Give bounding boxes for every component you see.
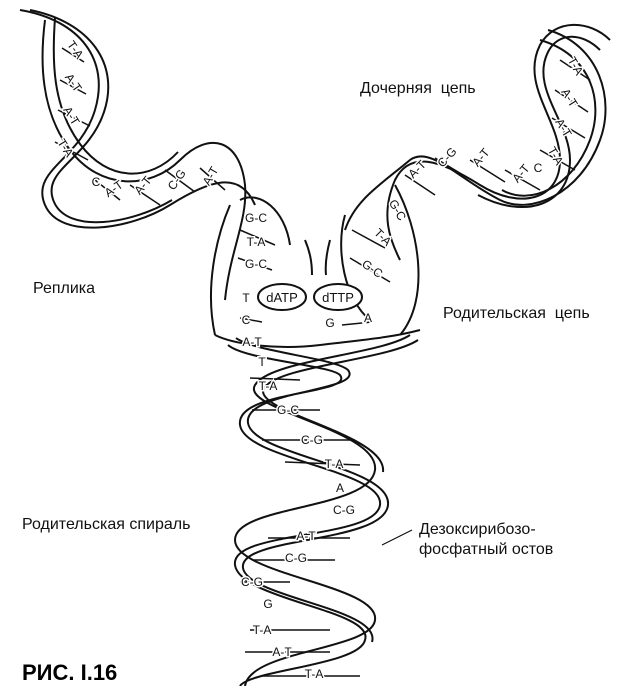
base-pair-stem-13: T-A [305, 667, 324, 681]
parent-strand-label: Родительская цепь [443, 304, 590, 323]
base-pair-fork-left-2: G-C [245, 257, 267, 271]
base-pair-fork-left-1: T-A [247, 235, 266, 249]
base-pair-left-arm-4: C [92, 175, 101, 189]
base-pair-stem-8: C-G [285, 551, 307, 565]
base-pair-stem-1: T-A [259, 379, 278, 393]
base-pair-stem-9: C-G [241, 575, 263, 589]
base-pair-left-arm-6: A-T [131, 173, 155, 197]
backbone-label-line1: Дезоксирибозо- [419, 520, 536, 539]
backbone-label-line2: фосфатный остов [419, 540, 553, 559]
base-pair-fork-right-0: G-C [386, 197, 409, 223]
dttp-label: dTTP [322, 290, 354, 305]
base-pair-stem-11: T-A [253, 623, 272, 637]
base-pair-right-arm-0: T-A [565, 54, 586, 77]
base-pair-fork-left-0: G-C [245, 211, 267, 225]
left-arm-helix [20, 10, 255, 300]
replica-label: Реплика [33, 279, 95, 298]
base-pair-stem-10: G [263, 597, 272, 611]
base-pair-stem-6: C-G [333, 503, 355, 517]
base-pair-stem-12: A-T [272, 645, 292, 659]
figure-caption: РИС. I.16 [22, 660, 117, 686]
base-pair-stem-0: T [258, 355, 266, 369]
base-pair-fork-left-5: A-T [242, 335, 262, 349]
base-pair-right-arm-3: T-A [545, 144, 566, 167]
base-pair-fork-left-4: C [242, 313, 251, 327]
backbone-leader-line [382, 530, 412, 545]
base-pair-stem-4: T-A [325, 457, 344, 471]
parent-helix-label: Родительская спираль [22, 515, 190, 534]
base-pair-left-arm-2: A-T [60, 104, 82, 128]
base-pair-fork-left-3: T [242, 291, 250, 305]
base-pair-right-arm-5: A-T [509, 161, 533, 185]
base-pair-right-arm-1: A-T [558, 86, 580, 110]
base-pair-stem-3: C-G [301, 433, 323, 447]
base-pair-stem-5: A [336, 481, 344, 495]
base-pair-fork-right-4: A [364, 311, 372, 325]
base-pair-left-arm-3: T-A [55, 136, 77, 159]
base-pair-fork-right-3: G [325, 316, 334, 330]
base-pair-stem-2: G-C [277, 403, 299, 417]
base-pair-right-arm-7: C-G [434, 144, 459, 170]
datp-label: dATP [266, 290, 298, 305]
base-pair-fork-right-1: T-A [371, 226, 394, 249]
daughter-strand-label: Дочерняя цепь [360, 79, 476, 98]
base-pair-stem-7: A-T [296, 529, 316, 543]
base-pair-right-arm-6: A-T [469, 145, 493, 169]
base-pair-right-arm-4: C [534, 161, 543, 175]
